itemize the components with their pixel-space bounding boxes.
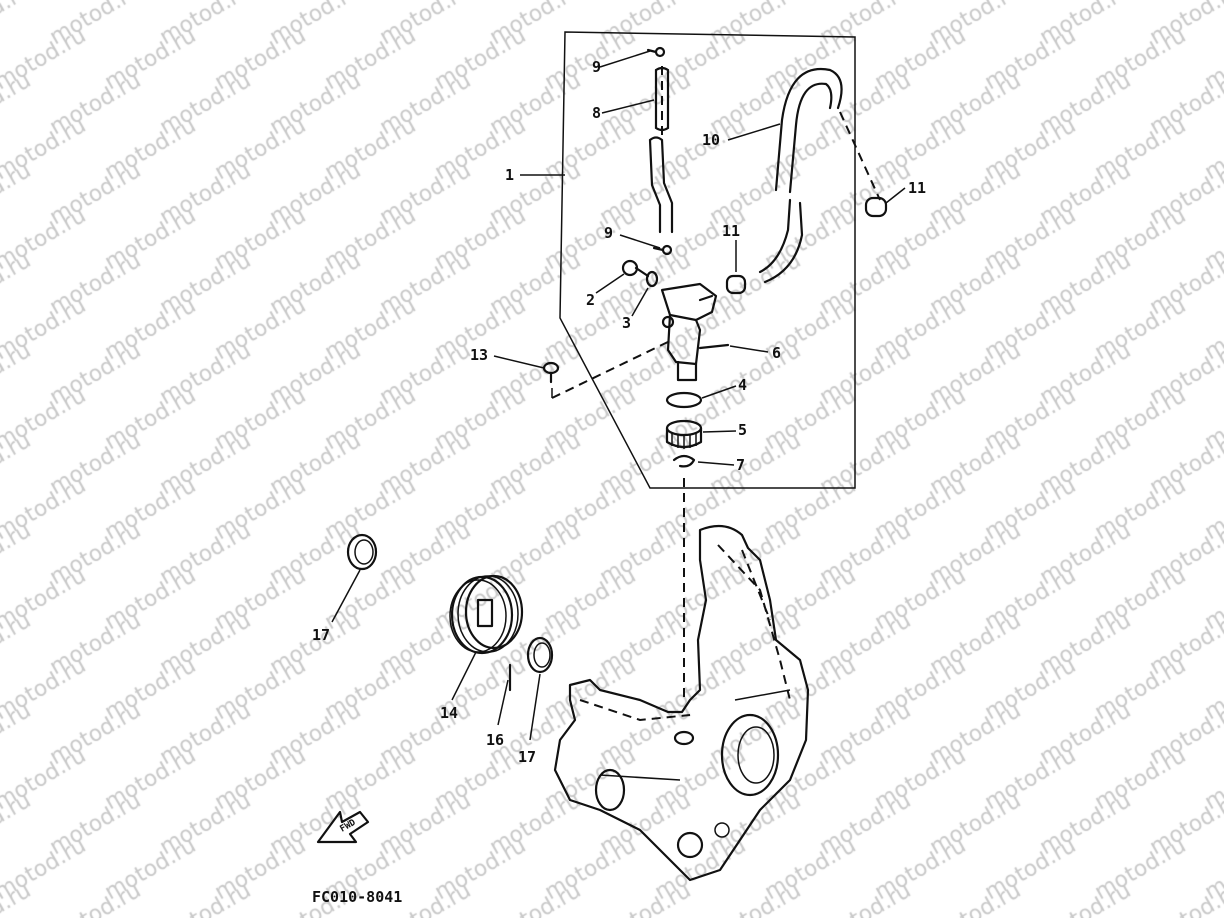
hose-8 [648,66,674,234]
callout-number: 9 [604,224,613,242]
callout-number: 14 [440,704,458,722]
callout-number: 3 [622,314,631,332]
screw-13 [542,361,560,384]
callout-9: 9 [604,224,661,249]
callout-number: 1 [505,166,514,184]
callout-4: 4 [701,376,747,399]
callout-9: 9 [592,50,651,76]
callout-leader [619,234,661,249]
o-ring-4 [665,391,703,409]
clip-9-lower [652,244,673,256]
seal-17-left [346,533,378,571]
diagram-code: FC010-8041 [312,888,402,906]
callout-2: 2 [586,273,625,309]
callout-layer: 9 8 1 10 11 9 11 2 3 6 13 4 5 7 17 14 16 17 [312,50,926,766]
washer-3 [645,270,659,288]
circlip-7 [672,454,696,468]
callout-number: 8 [592,104,601,122]
callout-leader [595,273,625,294]
cap-11-center [725,274,747,295]
callout-leader [727,123,781,141]
callout-leader [701,385,737,399]
callout-5: 5 [702,421,747,439]
callout-10: 10 [702,123,781,149]
assembly-frame [559,31,856,489]
hose-10 [758,67,843,284]
callout-number: 9 [592,58,601,76]
hose-10-route [839,111,881,201]
callout-17: 17 [518,673,541,766]
callout-leader [702,430,737,433]
callout-number: 17 [518,748,536,766]
callout-leader [601,99,655,114]
callout-6: 6 [729,344,781,362]
pump-body [660,282,718,382]
fwd-arrow: FWD [316,810,370,844]
callout-8: 8 [592,99,655,122]
callout-number: 2 [586,291,595,309]
pin-6 [698,343,730,350]
callout-leader [697,461,735,466]
callout-number: 7 [736,456,745,474]
callout-number: 6 [772,344,781,362]
crankcase-cover [553,524,810,882]
callout-leader [631,287,649,317]
callout-leader [451,651,477,701]
seal-17-right [526,636,554,674]
pulley-14 [449,574,524,655]
callout-number: 5 [738,421,747,439]
callout-14: 14 [440,651,477,722]
callout-16: 16 [486,679,509,749]
callout-leader [885,187,906,204]
screw-13-route [551,339,673,399]
callout-number: 16 [486,731,504,749]
callout-number: 13 [470,346,488,364]
callout-number: 17 [312,626,330,644]
callout-leader [493,355,545,369]
callout-leader [497,679,509,726]
cap-11-right [864,196,888,218]
gear-5 [665,419,703,449]
callout-leader [331,569,361,623]
callout-11: 11 [722,222,740,272]
callout-number: 10 [702,131,720,149]
callout-3: 3 [622,287,649,332]
screw-2 [621,259,650,278]
callout-number: 11 [908,179,926,197]
callout-7: 7 [697,456,745,474]
callout-leader [729,345,769,353]
callout-leader [529,673,541,741]
callout-1: 1 [505,166,565,184]
clip-9-upper [646,46,666,58]
callout-number: 11 [722,222,740,240]
callout-13: 13 [470,346,545,369]
callout-leader [599,50,651,68]
callout-17: 17 [312,569,361,644]
callout-number: 4 [738,376,747,394]
callout-11: 11 [885,179,926,204]
